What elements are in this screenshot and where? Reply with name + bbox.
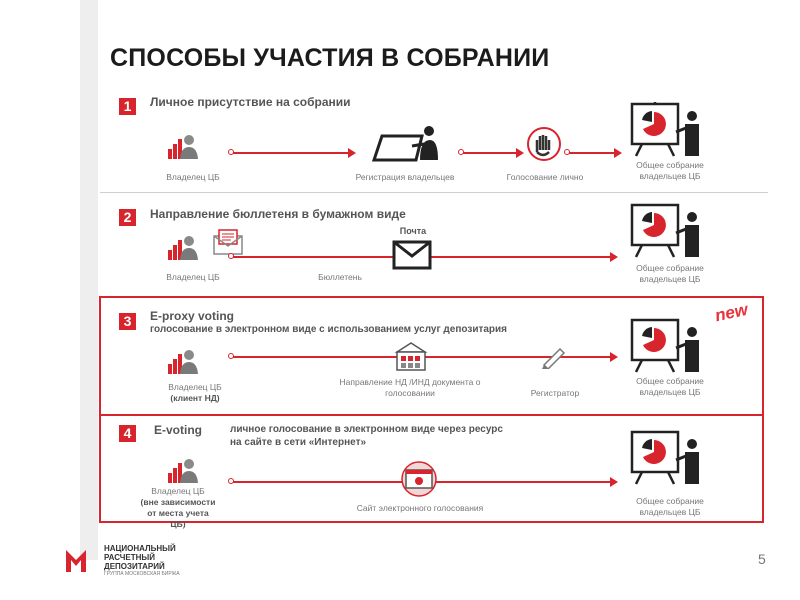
section-2-number: 2 — [119, 209, 136, 226]
presentation-icon — [630, 203, 699, 258]
owner-icon — [168, 236, 198, 260]
section-1-number: 1 — [119, 98, 136, 115]
target-line2: владельцев ЦБ — [639, 507, 701, 517]
target-line1: Общее собрание — [636, 160, 704, 170]
section-2-title: Направление бюллетеня в бумажном виде — [150, 207, 406, 221]
pen-icon — [542, 347, 566, 369]
target-line2: владельцев ЦБ — [639, 171, 701, 181]
target-line1: Общее собрание — [636, 496, 704, 506]
owner-line2: (вне зависимости — [140, 497, 216, 507]
highlight-box-divider — [99, 414, 764, 416]
target-line2: владельцев ЦБ — [639, 387, 701, 397]
section-4-step1-label: Сайт электронного голосования — [356, 503, 484, 513]
highlight-box — [99, 296, 764, 523]
section-3-owner-label: Владелец ЦБ(клиент НД) — [150, 382, 240, 404]
presentation-icon — [630, 318, 699, 373]
section-3-step2-label: Регистратор — [530, 388, 580, 398]
owner-icon — [168, 135, 198, 159]
section-2-step1-label: Бюллетень — [318, 272, 362, 282]
page-title: СПОСОБЫ УЧАСТИЯ В СОБРАНИИ — [110, 44, 550, 72]
ballot-envelope-icon — [213, 229, 243, 255]
section-4-title: E-voting — [154, 423, 202, 437]
owner-line1: Владелец ЦБ — [151, 486, 205, 496]
section-1-step2-label: Голосование лично — [506, 172, 584, 182]
logo-line1: НАЦИОНАЛЬНЫЙ — [104, 544, 176, 553]
owner-icon — [168, 350, 198, 374]
section-4-subtitle-2: на сайте в сети «Интернет» — [230, 437, 367, 448]
presentation-icon — [630, 430, 699, 485]
section-1-step1-label: Регистрация владельцев — [355, 172, 455, 182]
section-3-number: 3 — [119, 313, 136, 330]
arrow-1a — [228, 148, 356, 158]
mail-label: Почта — [399, 226, 427, 236]
section-1-owner-label: Владелец ЦБ — [166, 172, 220, 182]
divider — [100, 192, 768, 193]
owner-line4: ЦБ) — [170, 519, 186, 529]
section-2-owner-label: Владелец ЦБ — [166, 272, 220, 282]
registration-icon — [372, 126, 438, 162]
hand-vote-icon — [527, 127, 561, 161]
target-line2: владельцев ЦБ — [639, 274, 701, 284]
step-line2: голосовании — [385, 388, 435, 398]
arrow-1c — [564, 148, 622, 158]
depository-building-icon — [394, 342, 428, 371]
section-4-subtitle-1: личное голосование в электронном виде че… — [230, 424, 503, 435]
logo-line2: РАСЧЕТНЫЙ — [104, 553, 155, 562]
target-line1: Общее собрание — [636, 263, 704, 273]
step-line1: Направление НД /ИНД документа о — [339, 377, 481, 387]
website-vote-icon — [401, 461, 437, 497]
section-3-title: E-proxy voting — [150, 309, 235, 323]
arrow-1b — [458, 148, 524, 158]
page-number: 5 — [758, 551, 766, 567]
section-4-number: 4 — [119, 425, 136, 442]
logo-text: НАЦИОНАЛЬНЫЙ РАСЧЕТНЫЙ ДЕПОЗИТАРИЙ — [104, 544, 176, 571]
owner-icon — [168, 459, 198, 483]
mail-icon — [392, 240, 432, 270]
logo-subtitle: ГРУППА МОСКОВСКАЯ БИРЖА — [104, 571, 180, 577]
section-1-title: Личное присутствие на собрании — [150, 95, 351, 109]
nsd-logo-icon — [66, 550, 86, 572]
presentation-icon — [630, 102, 699, 157]
logo-line3: ДЕПОЗИТАРИЙ — [104, 562, 165, 571]
section-3-subtitle: голосование в электронном виде с использ… — [150, 324, 508, 335]
owner-line2: (клиент НД) — [170, 393, 220, 403]
target-line1: Общее собрание — [636, 376, 704, 386]
owner-line3: от места учета — [147, 508, 209, 518]
owner-line1: Владелец ЦБ — [168, 382, 222, 392]
